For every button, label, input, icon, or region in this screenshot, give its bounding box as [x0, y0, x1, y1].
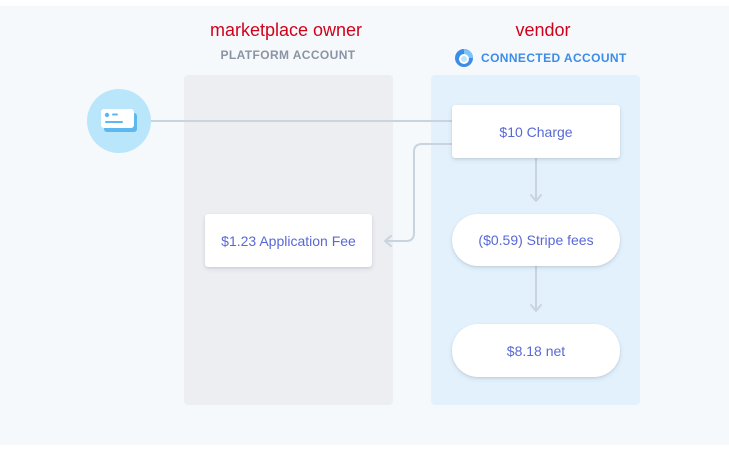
- platform-account-label: PLATFORM ACCOUNT: [220, 48, 356, 62]
- payment-source: [87, 89, 151, 153]
- charge-to-fee-connector: [385, 143, 453, 242]
- net-arrowhead: [530, 304, 542, 312]
- globe-icon: [455, 49, 473, 67]
- stripe-arrowhead: [530, 194, 542, 202]
- fee-arrowhead: [384, 235, 392, 247]
- connected-account-text: CONNECTED ACCOUNT: [481, 51, 627, 65]
- vendor-title: vendor: [515, 20, 571, 40]
- application-fee-node: $1.23 Application Fee: [205, 214, 372, 267]
- connected-account-label: CONNECTED ACCOUNT: [454, 48, 627, 68]
- charge-node: $10 Charge: [452, 105, 620, 158]
- net-node: $8.18 net: [452, 324, 620, 377]
- credit-card-icon: [101, 109, 137, 132]
- stripe-fees-node: ($0.59) Stripe fees: [452, 214, 620, 266]
- marketplace-owner-title: marketplace owner: [209, 20, 363, 40]
